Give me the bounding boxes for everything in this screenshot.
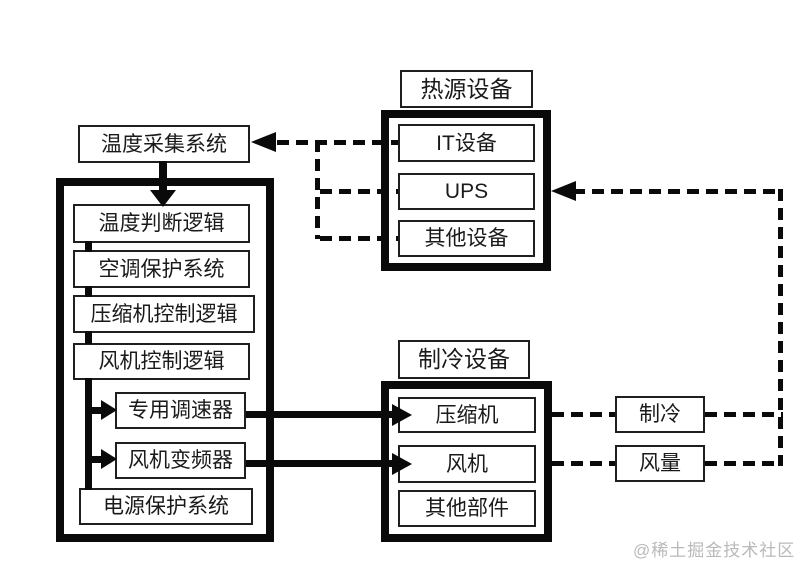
dashed-other-to-trunk	[320, 236, 398, 241]
arrowhead-into-governor-icon	[101, 400, 117, 420]
arrowhead-into-fan-icon	[392, 453, 412, 475]
link-logic3-logic4	[85, 331, 92, 344]
dashed-ups-to-trunk	[320, 189, 398, 194]
node-dedicated-speed-governor: 专用调速器	[115, 392, 246, 429]
node-airflow-output: 风量	[615, 445, 705, 482]
node-temperature-collection-system: 温度采集系统	[78, 125, 250, 163]
node-temperature-judgment-logic: 温度判断逻辑	[73, 204, 250, 243]
node-cooling-output: 制冷	[615, 396, 705, 433]
line-inverter-to-fan	[246, 460, 392, 467]
arrowhead-into-inverter-icon	[101, 449, 117, 469]
dashed-feedback-to-heat	[573, 189, 778, 194]
node-fan: 风机	[398, 445, 536, 483]
node-fan-control-logic: 风机控制逻辑	[73, 343, 250, 380]
node-it-equipment: IT设备	[398, 124, 535, 162]
node-ac-protection-system: 空调保护系统	[73, 250, 250, 288]
line-trunk-to-governor	[88, 407, 102, 414]
dashed-heat-trunk	[315, 140, 320, 239]
node-ups: UPS	[398, 173, 535, 210]
node-other-components: 其他部件	[398, 490, 536, 527]
node-fan-frequency-converter: 风机变频器	[115, 442, 246, 479]
dashed-it-to-tempcollect	[277, 140, 398, 145]
dashed-airflow-to-feedback	[705, 461, 783, 466]
watermark: @稀土掘金技术社区	[633, 541, 796, 560]
dashed-feedback-trunk	[778, 189, 783, 466]
arrowhead-into-heat-frame-icon	[551, 181, 576, 201]
dashed-fan-to-airflow	[552, 461, 615, 466]
heat-group-title: 热源设备	[400, 70, 533, 108]
link-logic2-logic3	[85, 286, 92, 297]
cooling-group-title: 制冷设备	[398, 340, 530, 379]
arrowhead-into-compressor-icon	[392, 404, 412, 426]
node-other-equipment: 其他设备	[398, 220, 535, 257]
arrowhead-into-tempcollect-icon	[251, 132, 276, 152]
node-compressor-control-logic: 压缩机控制逻辑	[73, 295, 255, 333]
arrowhead-down-into-control-icon	[150, 190, 176, 207]
line-governor-to-compressor	[246, 411, 392, 418]
link-logic4-power-trunk	[85, 378, 92, 490]
dashed-compressor-to-cooling	[552, 412, 615, 417]
link-logic1-logic2	[85, 241, 92, 252]
dashed-cooling-to-feedback	[705, 412, 783, 417]
heat-group-frame	[381, 110, 551, 271]
line-trunk-to-inverter	[88, 456, 102, 463]
node-power-protection-system: 电源保护系统	[79, 488, 253, 525]
node-compressor: 压缩机	[398, 397, 536, 433]
line-tempcollect-to-control	[159, 161, 167, 191]
